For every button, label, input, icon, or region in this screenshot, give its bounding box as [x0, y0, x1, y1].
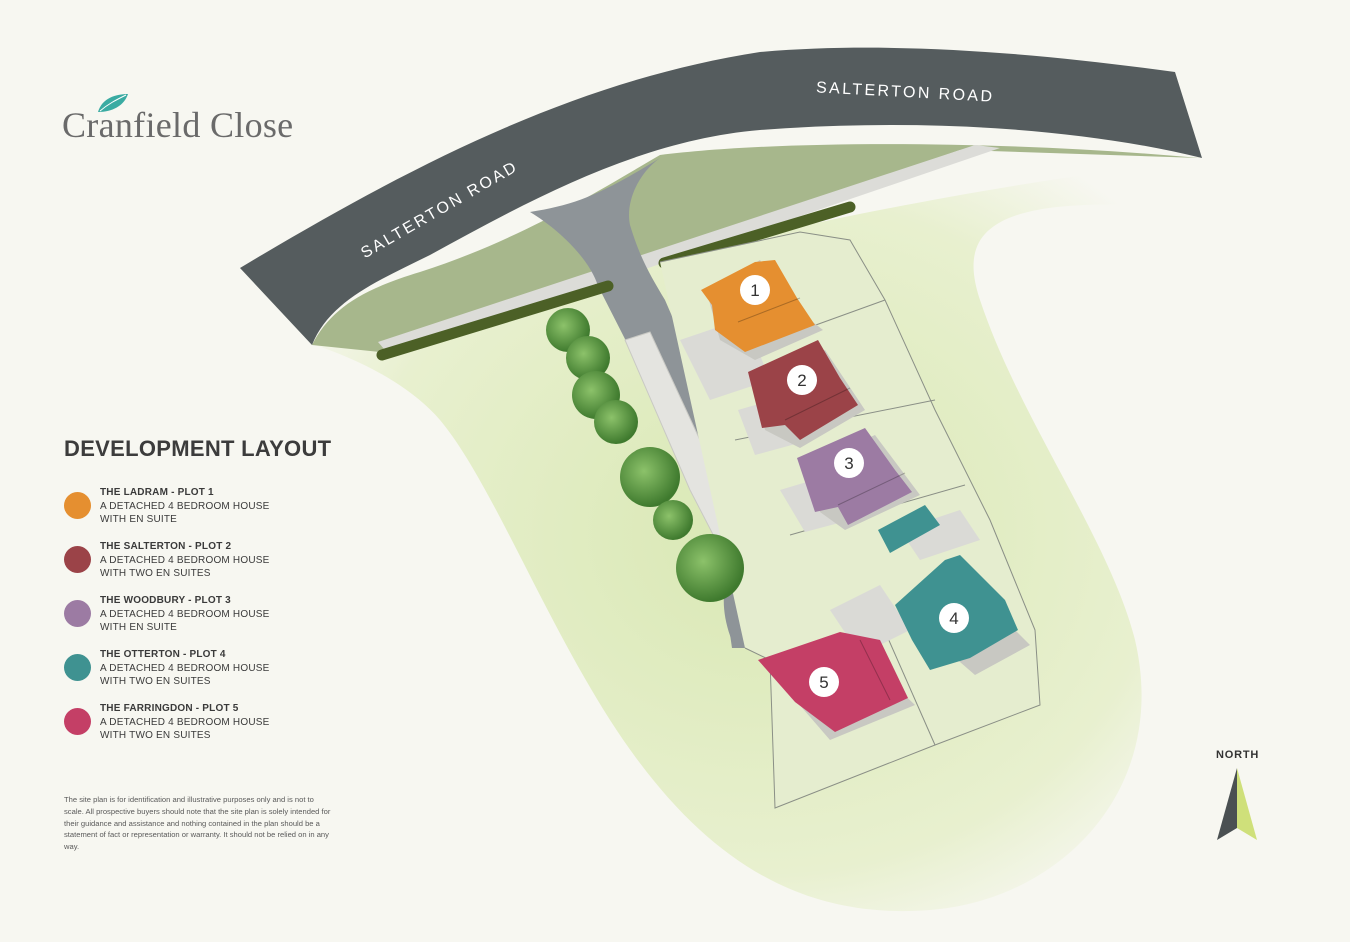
roof-ridge [859, 639, 891, 701]
legend-item-plot-1: THE LADRAM - PLOT 1 A DETACHED 4 BEDROOM… [64, 486, 364, 540]
legend: THE LADRAM - PLOT 1 A DETACHED 4 BEDROOM… [64, 486, 364, 756]
plot-marker-3 [834, 448, 864, 478]
salterton-road [240, 47, 1202, 346]
legend-name: THE LADRAM - PLOT 1 [100, 487, 214, 498]
leaf-vein [99, 94, 127, 112]
brand-name: Cranfield Close [62, 105, 294, 145]
plot-number-2: 2 [797, 371, 806, 390]
tree-row [546, 308, 744, 602]
legend-swatch-plot-4 [64, 654, 91, 681]
roof-ridge [837, 472, 906, 506]
hedge [376, 280, 614, 361]
roof-ridge [737, 297, 801, 323]
tree [676, 534, 744, 602]
legend-name: THE WOODBURY - PLOT 3 [100, 595, 231, 606]
legend-name: THE FARRINGDON - PLOT 5 [100, 703, 239, 714]
legend-swatch-plot-3 [64, 600, 91, 627]
legend-item-plot-5: THE FARRINGDON - PLOT 5 A DETACHED 4 BED… [64, 702, 364, 756]
legend-swatch-plot-1 [64, 492, 91, 519]
legend-swatch-plot-5 [64, 708, 91, 735]
hedge [658, 201, 856, 269]
tree [653, 500, 693, 540]
plot-number-1: 1 [750, 281, 759, 300]
plot-marker-1 [740, 275, 770, 305]
plot-divider [879, 619, 936, 746]
plot-marker-4 [939, 603, 969, 633]
plot-number-5: 5 [819, 673, 828, 692]
estate-road [530, 158, 890, 648]
north-label: NORTH [1216, 749, 1260, 761]
legend-item-plot-3: THE WOODBURY - PLOT 3 A DETACHED 4 BEDRO… [64, 594, 364, 648]
plot-number-3: 3 [844, 454, 853, 473]
verge [312, 144, 1200, 352]
legend-text: THE SALTERTON - PLOT 2 A DETACHED 4 BEDR… [100, 540, 270, 581]
legend-text: THE LADRAM - PLOT 1 A DETACHED 4 BEDROOM… [100, 486, 270, 527]
driveway [900, 510, 980, 560]
legend-desc: A DETACHED 4 BEDROOM HOUSE WITH EN SUITE [100, 608, 270, 634]
plot-number-4: 4 [949, 609, 958, 628]
leaf-shape [98, 94, 128, 112]
north-arrow-icon [1217, 768, 1257, 840]
disclaimer: The site plan is for identification and … [64, 795, 331, 852]
legend-text: THE FARRINGDON - PLOT 5 A DETACHED 4 BED… [100, 702, 270, 743]
legend-name: THE OTTERTON - PLOT 4 [100, 649, 226, 660]
plot-marker-2 [787, 365, 817, 395]
legend-desc: A DETACHED 4 BEDROOM HOUSE WITH TWO EN S… [100, 554, 270, 580]
legend-name: THE SALTERTON - PLOT 2 [100, 541, 232, 552]
plot-marker-5 [809, 667, 839, 697]
roof-ridge [784, 387, 851, 421]
brand-logo: Cranfield Close [62, 94, 322, 156]
tree [594, 400, 638, 444]
north-arrow-light-half [1237, 768, 1257, 840]
legend-desc: A DETACHED 4 BEDROOM HOUSE WITH EN SUITE [100, 500, 270, 526]
leaf-icon [98, 94, 128, 112]
legend-text: THE OTTERTON - PLOT 4 A DETACHED 4 BEDRO… [100, 648, 270, 689]
legend-desc: A DETACHED 4 BEDROOM HOUSE WITH TWO EN S… [100, 716, 270, 742]
legend-text: THE WOODBURY - PLOT 3 A DETACHED 4 BEDRO… [100, 594, 270, 635]
tree [620, 447, 680, 507]
legend-desc: A DETACHED 4 BEDROOM HOUSE WITH TWO EN S… [100, 662, 270, 688]
garage-plot-4 [878, 505, 940, 553]
tree [566, 336, 610, 380]
legend-item-plot-2: THE SALTERTON - PLOT 2 A DETACHED 4 BEDR… [64, 540, 364, 594]
north-arrow-dark-half [1217, 768, 1237, 840]
house-plot-1 [701, 260, 815, 352]
legend-swatch-plot-2 [64, 546, 91, 573]
legend-item-plot-4: THE OTTERTON - PLOT 4 A DETACHED 4 BEDRO… [64, 648, 364, 702]
legend-title: DEVELOPMENT LAYOUT [64, 436, 332, 461]
